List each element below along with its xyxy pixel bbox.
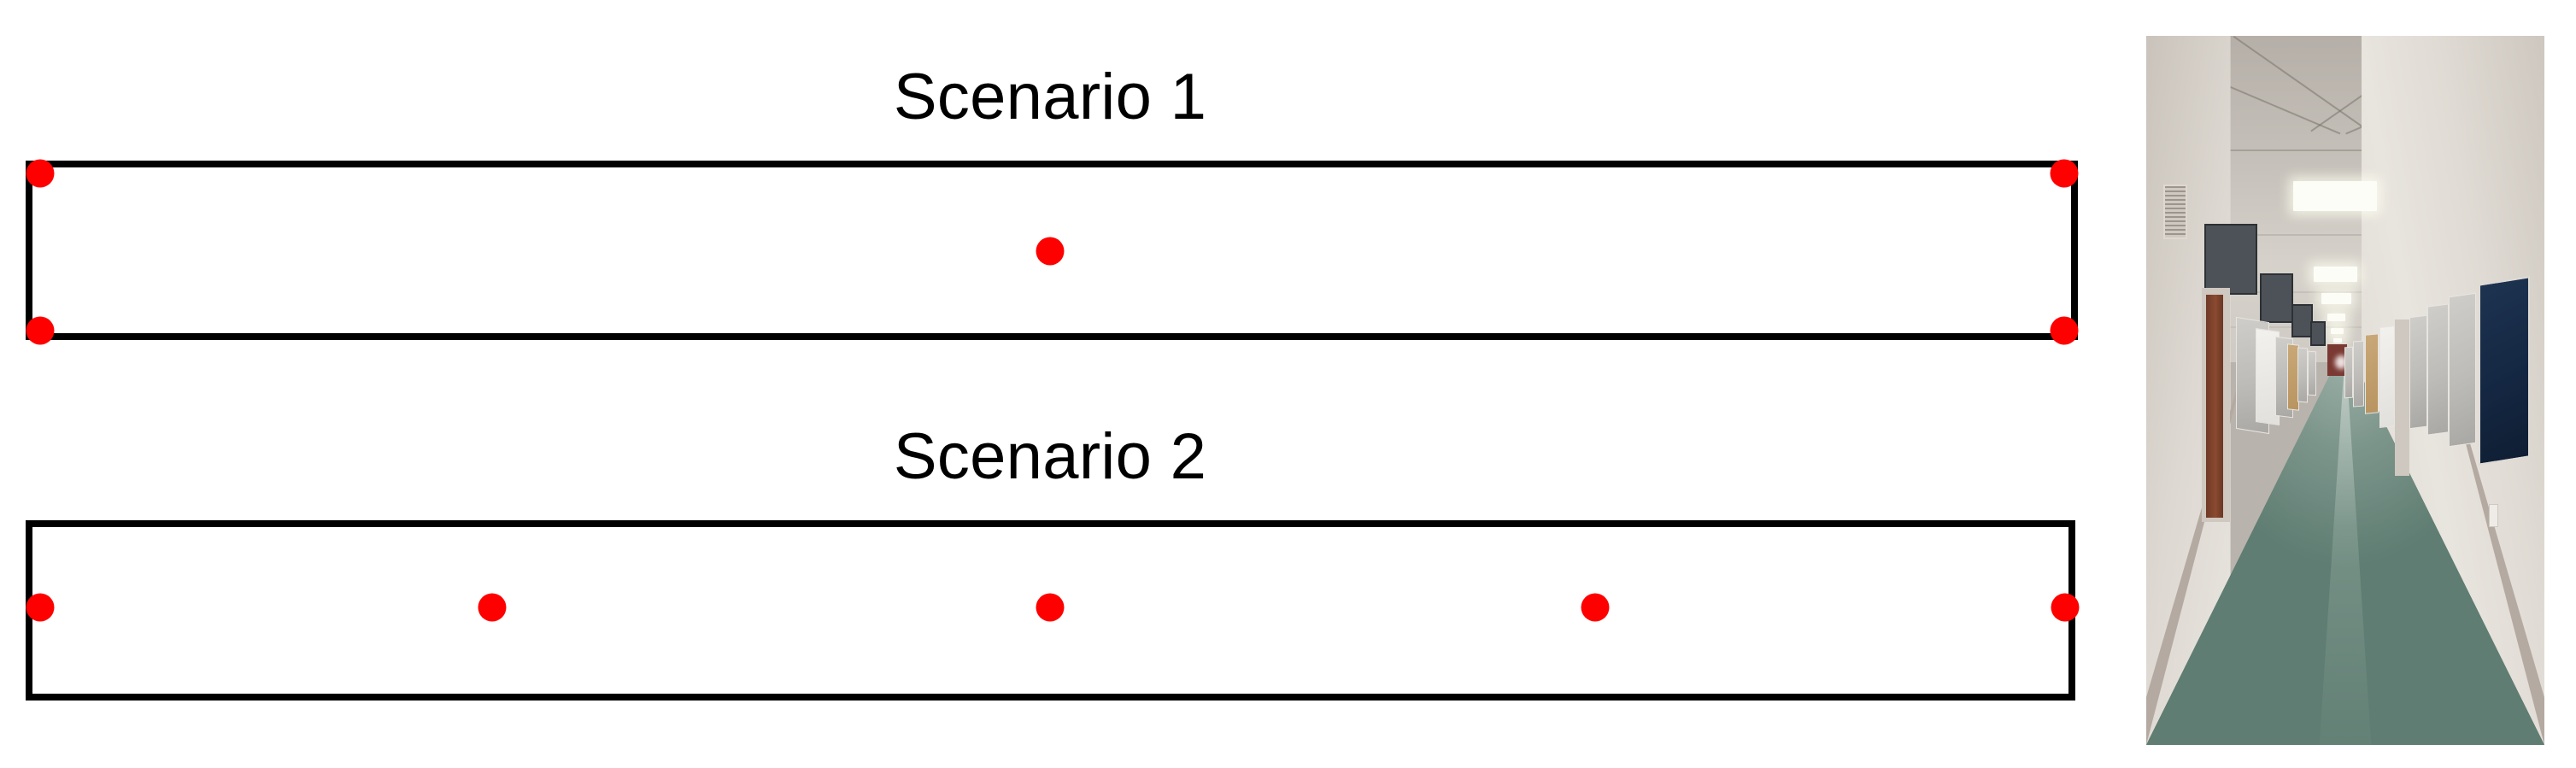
scenario-2-marker-three-quarter	[1581, 593, 1610, 622]
ceiling-grid-line	[2146, 290, 2544, 293]
noticeboard-panel	[2409, 314, 2427, 429]
noticeboard-panel	[2344, 346, 2354, 398]
scenario-2-marker-quarter	[478, 593, 507, 622]
noticeboard-panel	[2353, 340, 2365, 407]
light-switch-plate	[2488, 503, 2499, 527]
ceiling-light-fixture	[2333, 338, 2343, 343]
poster-panel	[2479, 276, 2531, 466]
poster-panel	[2365, 332, 2379, 414]
transom-window	[2203, 223, 2257, 295]
wall-vent-grille	[2162, 185, 2187, 240]
scenario-2-marker-right-edge	[2051, 593, 2080, 622]
scenario-1-marker-bottom-left	[26, 316, 55, 345]
corridor-photo: Indoor building corridor with suspended …	[2146, 36, 2544, 745]
transom-window	[2259, 273, 2293, 323]
poster-panel	[2379, 325, 2395, 429]
ceiling-grid-line	[2146, 234, 2544, 237]
noticeboard-panel	[2297, 347, 2309, 403]
noticeboard-panel	[2426, 303, 2449, 437]
ceiling-light-fixture	[2321, 293, 2351, 304]
vanishing-point-glow	[2335, 355, 2348, 370]
noticeboard-panel	[2307, 350, 2317, 396]
ceiling-light-fixture	[2327, 314, 2346, 321]
wooden-door	[2205, 294, 2224, 519]
recessed-doorway	[2395, 320, 2409, 476]
ceiling-light-fixture	[2293, 181, 2378, 211]
transom-window	[2309, 320, 2326, 346]
scenario-2-marker-left-edge	[26, 593, 55, 622]
ceiling-light-fixture	[2313, 266, 2357, 282]
scenario-1-marker-top-left	[26, 159, 55, 188]
scenario-1-marker-bottom-right	[2050, 316, 2079, 345]
scenario-1-title: Scenario 1	[893, 61, 1207, 133]
ceiling-grid-line	[2146, 149, 2544, 151]
scenario-2-marker-center	[1036, 593, 1065, 622]
scenario-1-marker-center	[1036, 237, 1065, 266]
ceiling-light-fixture	[2330, 327, 2344, 334]
scenario-1-marker-top-right	[2050, 159, 2079, 188]
noticeboard-panel	[2449, 292, 2477, 448]
transom-window	[2291, 303, 2314, 338]
corridor-photo-content: Indoor building corridor with suspended …	[2146, 36, 2544, 745]
scenario-2-title: Scenario 2	[893, 420, 1207, 493]
ceiling-grid-line	[2146, 326, 2544, 329]
